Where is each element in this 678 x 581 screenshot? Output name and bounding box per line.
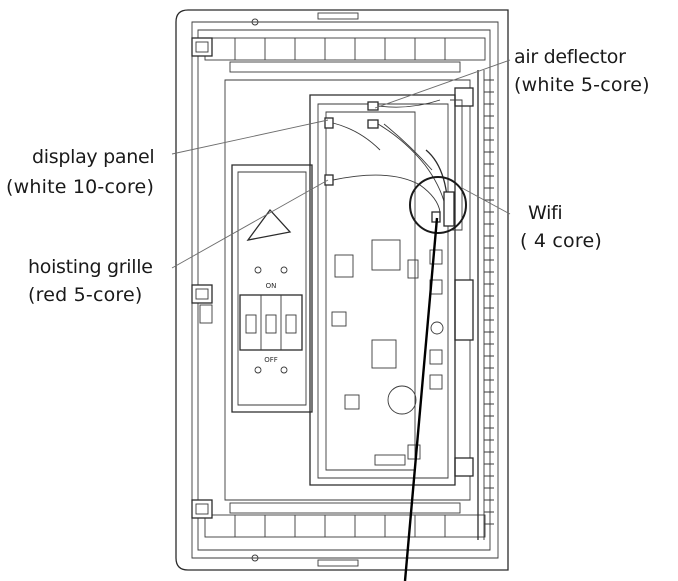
display-panel-spec: (white 10-core) <box>6 176 155 198</box>
wifi-label: Wifi <box>528 202 563 224</box>
bottom-vent-slats <box>204 502 486 538</box>
display-panel-label: display panel <box>32 146 155 168</box>
electrical-box <box>231 164 313 413</box>
wifi-connector-highlight <box>409 176 467 234</box>
switch-off-mark: OFF <box>264 356 278 364</box>
hoisting-grille-label: hoisting grille <box>28 258 153 277</box>
left-clips <box>191 37 213 519</box>
air-deflector-label: air deflector <box>514 48 626 67</box>
wifi-pointer-line <box>403 217 439 581</box>
air-deflector-name: air deflector <box>514 46 626 68</box>
right-side-fins <box>477 70 494 540</box>
display-panel-name: display panel <box>32 146 155 168</box>
wifi-leader <box>461 187 511 215</box>
wifi-spec: ( 4 core) <box>520 230 602 252</box>
unit-housing <box>175 9 509 571</box>
wire-harness <box>324 99 463 231</box>
hoisting-grille-spec: (red 5-core) <box>28 284 143 306</box>
switch-on-mark: ON <box>266 282 277 290</box>
top-vent-slats <box>204 37 486 73</box>
wifi-name: Wifi <box>528 202 563 224</box>
hoisting-grille-leader <box>171 179 329 269</box>
air-deflector-leader <box>374 59 511 109</box>
circuit-breaker <box>239 294 303 351</box>
air-deflector-spec: (white 5-core) <box>514 74 650 96</box>
inner-panel <box>224 79 471 501</box>
display-panel-leader <box>171 119 329 155</box>
control-board <box>309 94 456 486</box>
hoisting-grille-name: hoisting grille <box>28 256 153 278</box>
